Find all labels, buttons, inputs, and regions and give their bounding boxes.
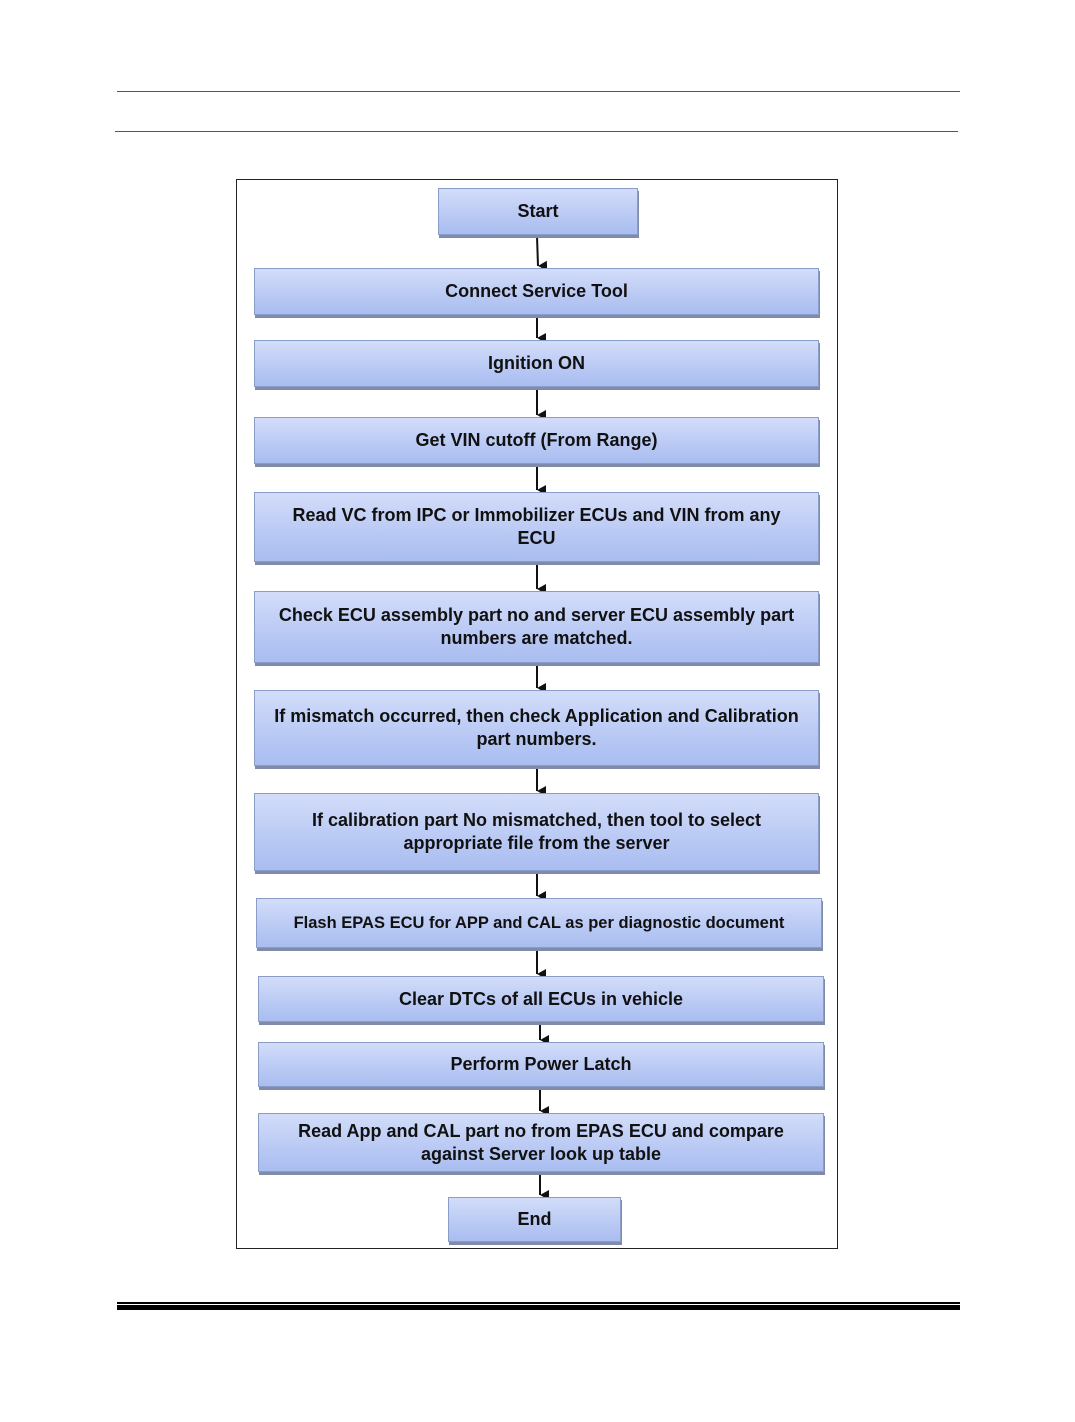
step-get-vin-cutoff: Get VIN cutoff (From Range) — [254, 417, 819, 464]
header-rule-top — [117, 91, 960, 92]
header-rule-bottom — [115, 131, 958, 132]
step-flash-epas-ecu: Flash EPAS ECU for APP and CAL as per di… — [256, 898, 822, 948]
step-read-app-cal: Read App and CAL part no from EPAS ECU a… — [258, 1113, 824, 1172]
step-ignition-on: Ignition ON — [254, 340, 819, 387]
footer-rule-thin — [117, 1302, 960, 1304]
step-connect-service-tool: Connect Service Tool — [254, 268, 819, 315]
step-mismatch-check: If mismatch occurred, then check Applica… — [254, 690, 819, 766]
step-start: Start — [438, 188, 638, 235]
step-clear-dtcs: Clear DTCs of all ECUs in vehicle — [258, 976, 824, 1022]
footer-rule-thick — [117, 1305, 960, 1310]
step-read-vc-vin: Read VC from IPC or Immobilizer ECUs and… — [254, 492, 819, 562]
step-power-latch: Perform Power Latch — [258, 1042, 824, 1087]
step-end: End — [448, 1197, 621, 1242]
step-calibration-mismatch: If calibration part No mismatched, then … — [254, 793, 819, 871]
step-check-ecu-assembly: Check ECU assembly part no and server EC… — [254, 591, 819, 663]
arrow-1 — [536, 235, 548, 271]
